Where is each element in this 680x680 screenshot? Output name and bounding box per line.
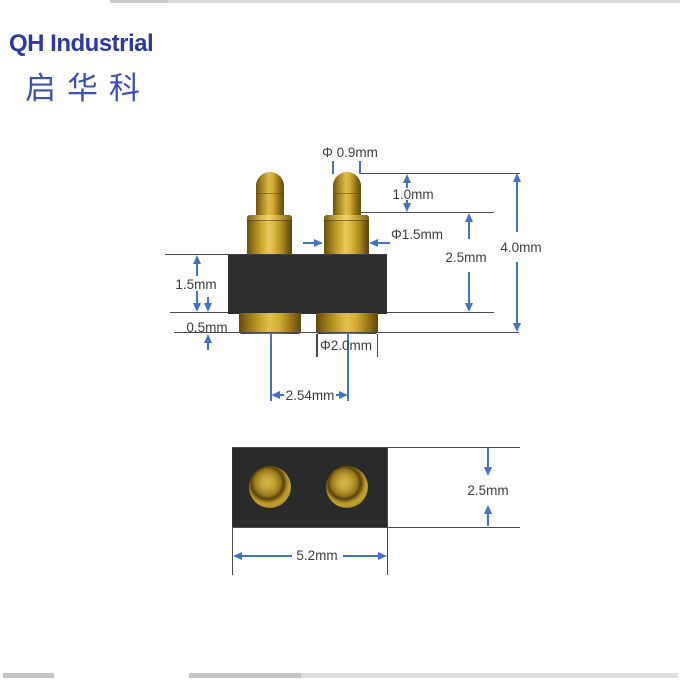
dim-shaft [377, 241, 390, 244]
bottom-border-bar [3, 673, 54, 678]
dim-shaft [196, 291, 198, 304]
arrowhead-up [204, 334, 212, 343]
arrowhead-down [484, 467, 492, 476]
arrowhead-right [378, 552, 387, 560]
brand-logo-chinese: 启华科 [25, 71, 151, 106]
bottom-border-bar [301, 673, 678, 678]
center-line [346, 334, 349, 401]
arrowhead-up [193, 255, 201, 264]
footprint-pin-left [249, 466, 291, 508]
dim-label: 2.54mm [285, 388, 335, 403]
arrowhead-up [484, 505, 492, 514]
arrowhead-left [271, 391, 280, 399]
barrel-rim [324, 215, 369, 221]
dim-shaft [406, 200, 408, 204]
center-line [269, 334, 272, 401]
ref-line-barrel-top [361, 211, 494, 213]
arrowhead-left [233, 552, 242, 560]
dim-shaft [516, 181, 518, 232]
arrowhead-down [193, 303, 201, 312]
extension-line [231, 527, 233, 575]
extension-line [359, 161, 361, 174]
dim-shaft [207, 342, 209, 350]
dim-label: 0.5mm [186, 320, 228, 335]
plunger-seam [334, 193, 360, 194]
ref-line-tip-top [360, 172, 520, 174]
solder-tail-left [239, 313, 301, 334]
ref-line-body-top [232, 446, 520, 448]
pogo-pin-plunger-right [333, 172, 361, 216]
arrowhead-down [465, 302, 473, 312]
dim-label: Φ 0.9mm [322, 145, 378, 160]
ref-line-body-bottom [232, 526, 520, 528]
footprint-pin-right [326, 466, 368, 508]
extension-line [316, 334, 318, 357]
dim-shaft [468, 272, 470, 304]
extension-line [332, 161, 334, 174]
pogo-pin-barrel-right [324, 215, 369, 256]
arrowhead-right [339, 391, 348, 399]
plunger-seam [257, 193, 283, 194]
ref-line-housing-top [165, 253, 228, 255]
extension-line [386, 447, 388, 575]
dim-label: 5.2mm [296, 548, 338, 563]
barrel-rim [247, 215, 292, 221]
arrowhead-right [314, 238, 323, 247]
dim-shaft [343, 555, 379, 557]
arrowhead-up [513, 173, 521, 182]
dim-label: 1.0mm [392, 187, 434, 202]
dim-shaft [279, 394, 284, 396]
dim-label: 1.5mm [175, 277, 217, 292]
arrowhead-down [403, 203, 411, 212]
top-border-bar [168, 0, 680, 3]
solder-tail-right [316, 313, 378, 334]
top-border-bar [110, 0, 168, 3]
arrowhead-up [465, 213, 473, 222]
arrowhead-left [369, 238, 378, 247]
extension-line [376, 334, 378, 357]
arrowhead-up [403, 174, 411, 183]
dim-label: 2.5mm [445, 250, 487, 265]
dim-shaft [468, 221, 470, 239]
dim-shaft [336, 394, 340, 396]
dim-shaft [487, 513, 489, 526]
ref-line-tail-bottom [174, 331, 519, 333]
dim-label: Φ1.5mm [390, 227, 444, 242]
dim-label: Φ2.0mm [319, 338, 373, 353]
pogo-pin-barrel-left [247, 215, 292, 256]
brand-logo-text: QH Industrial [9, 30, 154, 57]
dim-label: 2.5mm [467, 483, 509, 498]
dim-shaft [406, 182, 408, 188]
dim-shaft [487, 448, 489, 468]
arrowhead-down [204, 303, 212, 312]
dim-shaft [196, 263, 198, 276]
connector-housing [228, 254, 387, 314]
dim-shaft [207, 297, 209, 304]
dim-shaft [241, 555, 292, 557]
dim-shaft [516, 262, 518, 324]
dim-label: 4.0mm [500, 240, 542, 255]
arrowhead-down [513, 322, 521, 332]
bottom-border-bar [189, 673, 301, 678]
dim-shaft [303, 241, 316, 244]
pogo-pin-plunger-left [256, 172, 284, 216]
